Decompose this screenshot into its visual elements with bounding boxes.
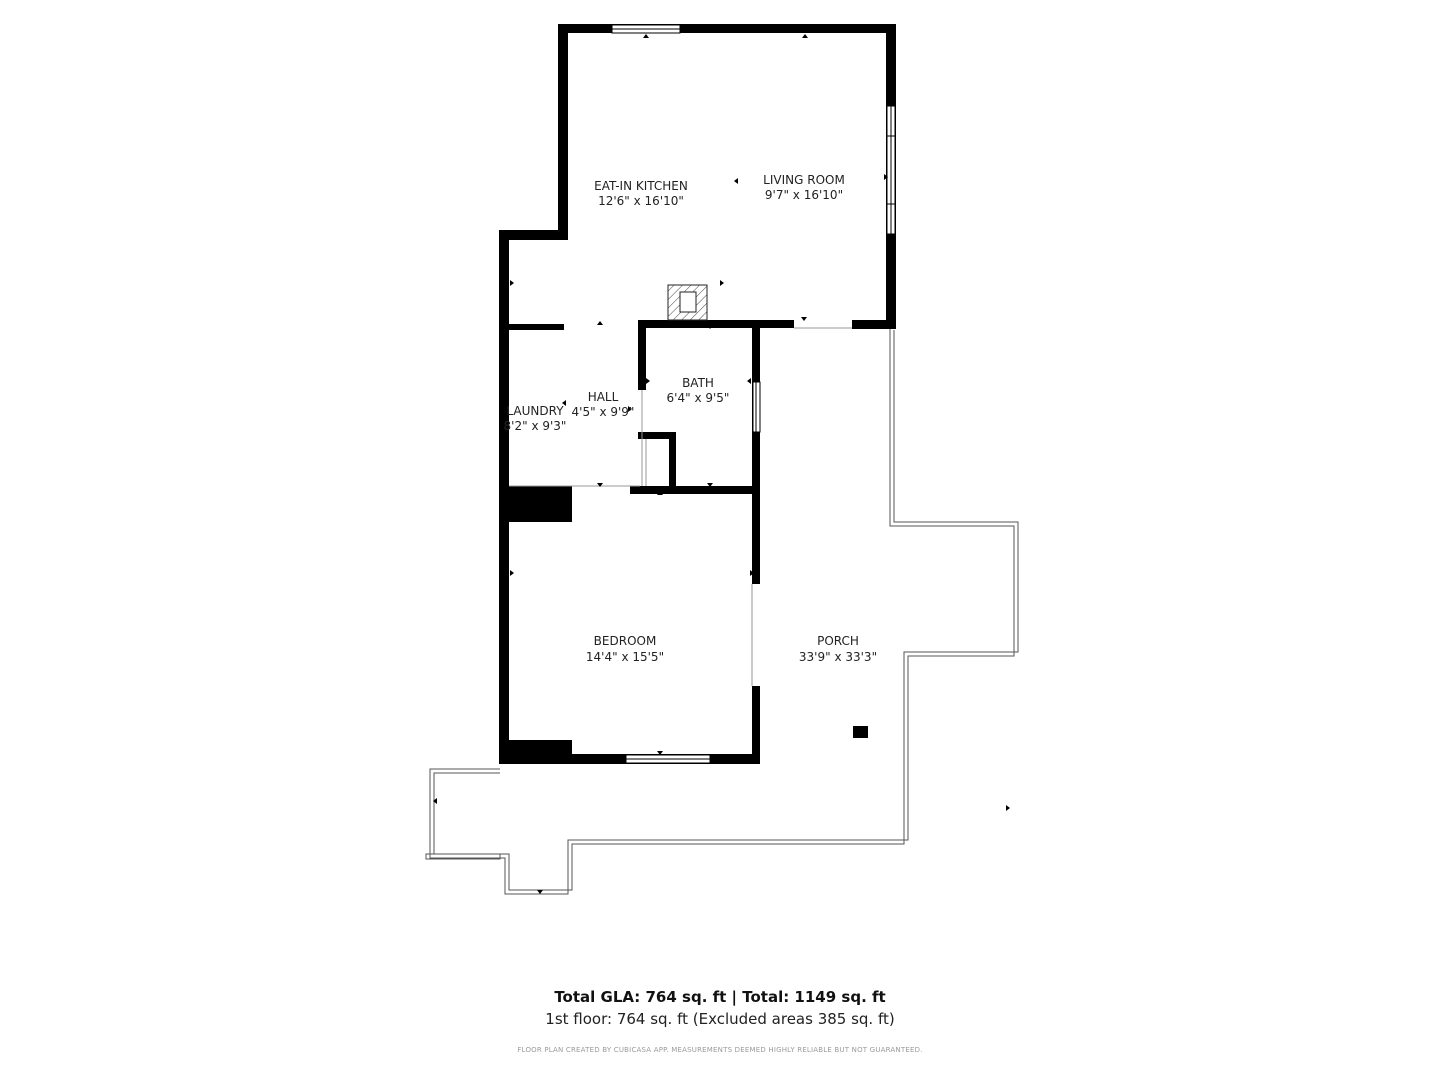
windows	[611, 24, 896, 764]
room-name-laundry: LAUNDRY	[506, 404, 564, 418]
floor-area-breakdown: 1st floor: 764 sq. ft (Excluded areas 38…	[545, 1010, 895, 1028]
thin-partitions	[509, 327, 852, 686]
room-dims-porch: 33'9" x 33'3"	[799, 650, 877, 664]
room-name-living: LIVING ROOM	[763, 173, 845, 187]
room-dims-living: 9'7" x 16'10"	[765, 188, 843, 202]
room-name-porch: PORCH	[817, 634, 859, 648]
room-dims-laundry: 8'2" x 9'3"	[504, 419, 567, 433]
room-name-kitchen: EAT-IN KITCHEN	[594, 179, 688, 193]
disclaimer-text: FLOOR PLAN CREATED BY CUBICASA APP. MEAS…	[517, 1046, 923, 1054]
fireplace-fixture	[667, 284, 708, 321]
room-dims-kitchen: 12'6" x 16'10"	[598, 194, 684, 208]
direction-markers	[433, 34, 1010, 894]
porch-outline	[425, 328, 1019, 895]
area-totals: Total GLA: 764 sq. ft | Total: 1149 sq. …	[554, 988, 886, 1006]
room-dims-bath: 6'4" x 9'5"	[667, 391, 730, 405]
room-name-bedroom: BEDROOM	[594, 634, 657, 648]
room-dims-bedroom: 14'4" x 15'5"	[586, 650, 664, 664]
floor-plan: EAT-IN KITCHEN 12'6" x 16'10" LIVING ROO…	[425, 24, 1019, 895]
room-name-hall: HALL	[588, 390, 619, 404]
room-name-bath: BATH	[682, 376, 714, 390]
room-dims-hall: 4'5" x 9'9"	[572, 405, 635, 419]
